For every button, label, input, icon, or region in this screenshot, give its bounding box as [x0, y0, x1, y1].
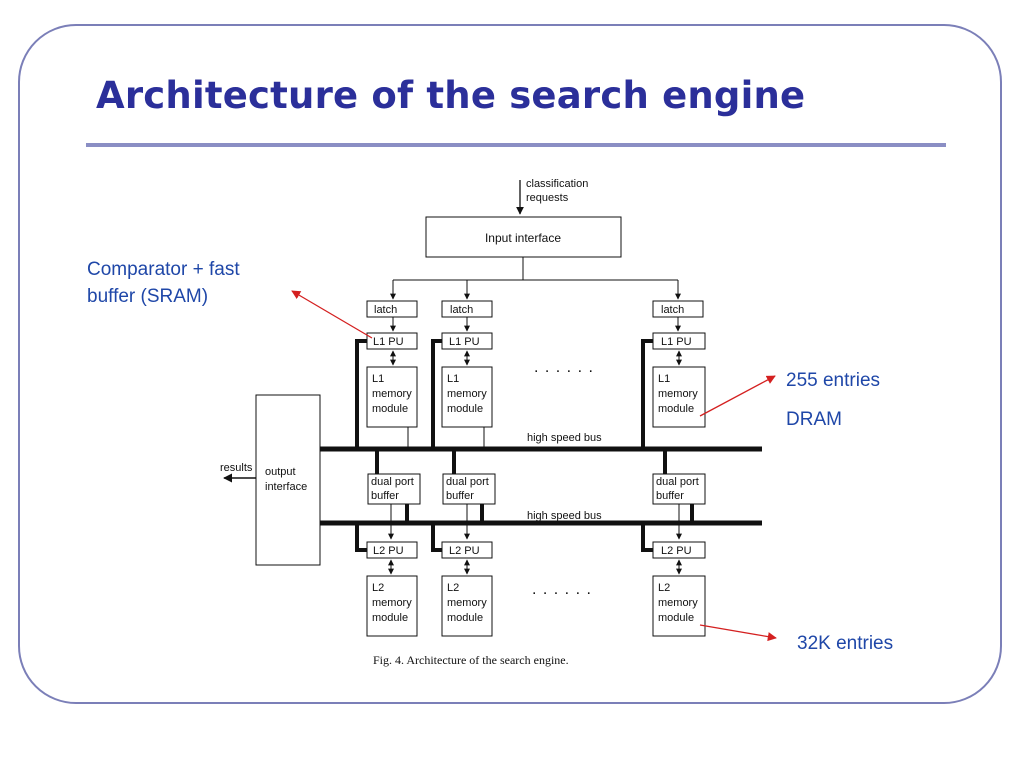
slide-frame	[18, 24, 1002, 704]
ellipsis-upper: . . . . . .	[534, 359, 594, 376]
dual-port-line-1: dual port	[656, 476, 699, 488]
requests-label-2: requests	[526, 192, 569, 204]
dual-port-box	[367, 473, 421, 505]
latch-label: latch	[374, 304, 397, 316]
dual-port-box	[442, 473, 496, 505]
l2-mem-line-1: L2	[658, 582, 670, 594]
dual-port-line-2: buffer	[371, 490, 399, 502]
entries-32k-annotation: 32K entries	[797, 633, 894, 654]
l2-mem-line-3: module	[447, 612, 483, 624]
bus-label-lower: high speed bus	[527, 510, 602, 522]
results-label: results	[220, 462, 253, 474]
l2-mem-line-2: memory	[447, 597, 487, 609]
l2-pu-label: L2 PU	[449, 545, 480, 557]
l2-mem-line-1: L2	[372, 582, 384, 594]
l1-mem-line-2: memory	[372, 388, 412, 400]
output-interface-line-1: output	[265, 466, 296, 478]
dual-port-buffer-1: dual port buffer	[367, 449, 421, 523]
l2-column-1: L2 PU L2 memory module	[355, 523, 418, 637]
dual-port-buffer-3: dual port buffer	[652, 449, 706, 523]
slide-title: Architecture of the search engine	[96, 74, 806, 117]
bus-label-upper: high speed bus	[527, 432, 602, 444]
figure-caption: Fig. 4. Architecture of the search engin…	[373, 653, 569, 667]
l1-mem-line-3: module	[372, 403, 408, 415]
title-divider	[86, 143, 946, 147]
output-interface-box	[255, 394, 321, 566]
latch-label: latch	[661, 304, 684, 316]
l1-mem-line-2: memory	[447, 388, 487, 400]
l1-mem-line-1: L1	[658, 373, 670, 385]
dram-annotation: DRAM	[786, 409, 842, 430]
latch-box	[366, 300, 418, 318]
entries-255-pointer-arrow	[699, 375, 776, 417]
l2-column-2: L2 PU L2 memory module	[431, 523, 493, 637]
l1-column-2: latch L1 PU L1 memory module	[431, 300, 493, 449]
entries-32k-pointer-arrow	[699, 624, 777, 642]
dual-port-line-1: dual port	[371, 476, 414, 488]
sram-pointer-arrow	[291, 290, 373, 339]
l2-mem-line-2: memory	[658, 597, 698, 609]
l2-mem-line-1: L2	[447, 582, 459, 594]
l1-mem-line-1: L1	[372, 373, 384, 385]
l2-mem-line-3: module	[658, 612, 694, 624]
l1-column-1: latch L1 PU L1 memory module	[355, 300, 418, 449]
l1-mem-line-3: module	[658, 403, 694, 415]
l1-column-3: latch L1 PU L1 memory module	[641, 300, 706, 449]
l1-pu-label: L1 PU	[661, 336, 692, 348]
requests-label-1: classification	[526, 178, 588, 190]
l2-memory-box	[441, 575, 493, 637]
dual-port-line-2: buffer	[446, 490, 474, 502]
dual-port-box	[652, 473, 706, 505]
l1-memory-box	[441, 366, 493, 428]
l1-mem-line-2: memory	[658, 388, 698, 400]
latch-label: latch	[450, 304, 473, 316]
ellipsis-lower: . . . . . .	[532, 581, 592, 598]
l1-mem-line-1: L1	[447, 373, 459, 385]
l2-column-3: L2 PU L2 memory module	[641, 523, 706, 637]
output-interface-line-2: interface	[265, 481, 307, 493]
dual-port-buffer-2: dual port buffer	[442, 449, 496, 523]
input-interface-label: Input interface	[485, 231, 561, 245]
l2-pu-label: L2 PU	[661, 545, 692, 557]
l1-pu-label: L1 PU	[449, 336, 480, 348]
l1-memory-box	[652, 366, 706, 428]
l2-memory-box	[366, 575, 418, 637]
l2-pu-label: L2 PU	[373, 545, 404, 557]
l1-pu-label: L1 PU	[373, 336, 404, 348]
l2-mem-line-2: memory	[372, 597, 412, 609]
l1-mem-line-3: module	[447, 403, 483, 415]
sram-annotation: Comparator + fast buffer (SRAM)	[87, 259, 240, 307]
l2-memory-box	[652, 575, 706, 637]
l1-memory-box	[366, 366, 418, 428]
input-interface-box	[425, 216, 622, 258]
dual-port-line-2: buffer	[656, 490, 684, 502]
entries-255-annotation: 255 entries	[786, 370, 881, 391]
dual-port-line-1: dual port	[446, 476, 489, 488]
l2-mem-line-3: module	[372, 612, 408, 624]
